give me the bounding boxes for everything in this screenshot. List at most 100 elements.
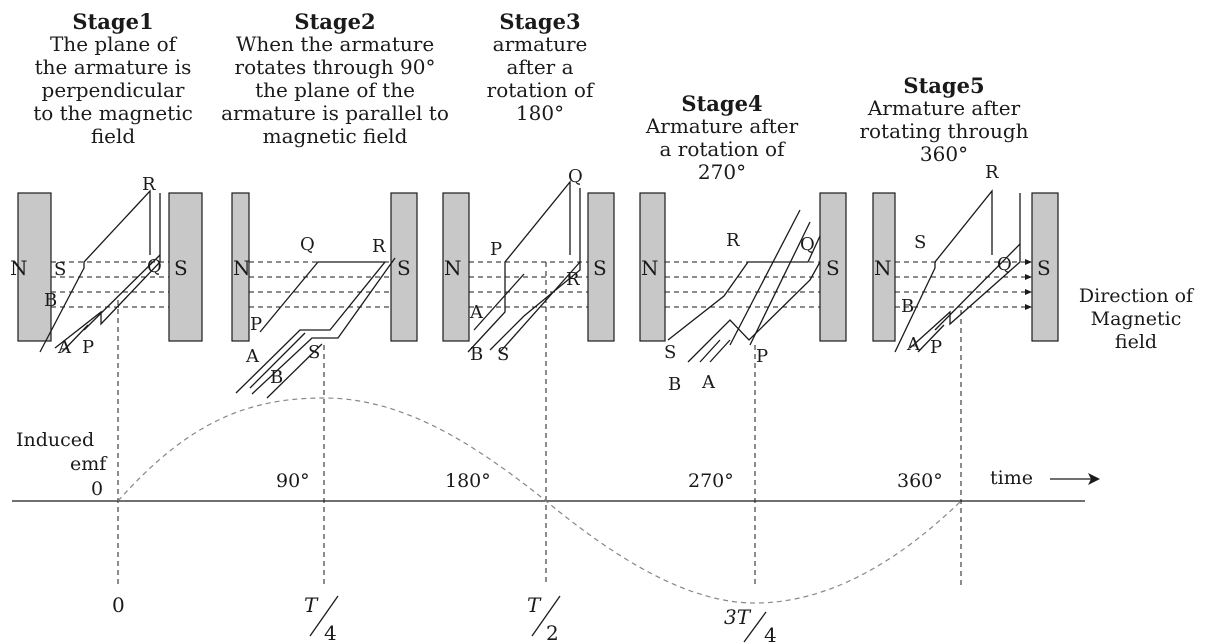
stage3-description: armature after a rotation of 180°: [486, 32, 594, 125]
stage1-caption: Stage1 The plane of the armature is perp…: [6, 10, 220, 148]
magnet-stage5-south: [1031, 192, 1059, 342]
s1-s: S: [54, 259, 66, 280]
stage3-title: Stage3: [499, 9, 581, 34]
field-direction-text: Direction of Magnetic field: [1078, 285, 1194, 353]
s2-q: Q: [300, 234, 315, 255]
s3-s: S: [497, 344, 509, 365]
n-label-2: N: [233, 256, 251, 280]
magnet-stage4-north: [639, 192, 666, 342]
stage5-title: Stage5: [903, 73, 985, 98]
stage1-description: The plane of the armature is perpendicul…: [33, 32, 193, 148]
s-label-5: S: [1037, 256, 1051, 280]
y-axis-label-line1: Induced: [16, 429, 94, 451]
n-label-3: N: [444, 256, 462, 280]
time-tick-3t4-num: 3T: [724, 605, 752, 629]
stage5-description: Armature after rotating through 360°: [859, 96, 1029, 166]
s3-r: R: [566, 269, 580, 290]
y-axis-label-line2: emf: [70, 453, 108, 475]
armature-coils: [39, 180, 1021, 399]
s2-a: A: [245, 346, 260, 367]
n-label-4: N: [641, 256, 659, 280]
s2-r: R: [372, 236, 386, 257]
s1-q: Q: [147, 256, 162, 277]
s4-a: A: [701, 372, 716, 393]
s4-p: P: [756, 346, 768, 367]
angle-label-90: 90°: [276, 470, 310, 492]
stage2-description: When the armature rotates through 90° th…: [221, 32, 449, 148]
magnet-stage4-south: [819, 192, 847, 342]
coil-letters: R S Q B A P Q R P A S B Q P R A B S R Q …: [44, 162, 1012, 395]
s3-b: B: [470, 344, 483, 365]
s2-p: P: [250, 314, 262, 335]
s4-q: Q: [800, 234, 815, 255]
s5-b: B: [901, 296, 914, 317]
stage4-caption: Stage4 Armature after a rotation of 270°: [612, 92, 832, 184]
stage1-title: Stage1: [72, 9, 154, 34]
field-lines-stage3: [469, 261, 588, 308]
time-tick-t4-den: 4: [324, 621, 337, 644]
stage3-caption: Stage3 armature after a rotation of 180°: [470, 10, 610, 125]
stage2-caption: Stage2 When the armature rotates through…: [204, 10, 466, 148]
stage4-description: Armature after a rotation of 270°: [645, 114, 799, 184]
time-arrow: [1050, 473, 1100, 485]
magnet-stage3-south: [587, 192, 615, 342]
stage2-title: Stage2: [294, 9, 376, 34]
time-tick-t2-num: T: [527, 593, 542, 617]
field-lines-stage2: [249, 261, 391, 308]
s-label-1: S: [174, 256, 188, 280]
magnet-stage1-north: [17, 192, 52, 342]
field-lines-stage1: [51, 261, 169, 308]
magnet-stage3-north: [442, 192, 470, 342]
s2-s: S: [308, 342, 320, 363]
n-label-1: N: [10, 256, 28, 280]
s5-a: A: [906, 334, 921, 355]
time-ticks: 0 T 4 T 2 3T 4: [112, 593, 777, 644]
s1-p: P: [82, 337, 94, 358]
stage5-caption: Stage5 Armature after rotating through 3…: [846, 74, 1042, 166]
s1-a: A: [57, 337, 72, 358]
magnet-letters: N S N S N S N S N S: [10, 256, 1051, 280]
s1-r: R: [142, 174, 156, 195]
angle-label-270: 270°: [688, 470, 734, 492]
s5-q: Q: [997, 254, 1012, 275]
coil-stage3: [467, 180, 581, 353]
s5-s: S: [914, 232, 926, 253]
time-tick-t4-num: T: [304, 593, 319, 617]
s3-q: Q: [568, 166, 583, 187]
coil-stage1: [39, 189, 161, 353]
time-label: time: [990, 467, 1033, 489]
magnet-stage2-south: [390, 192, 418, 342]
field-direction-label: Direction of Magnetic field: [1066, 262, 1206, 354]
angle-label-180: 180°: [445, 470, 491, 492]
time-tick-t2-den: 2: [546, 621, 559, 644]
s2-b: B: [270, 367, 283, 388]
s3-a: A: [469, 302, 484, 323]
coil-stage2: [235, 257, 396, 399]
s4-r: R: [726, 230, 740, 251]
s-label-2: S: [397, 256, 411, 280]
s5-r: R: [985, 162, 999, 183]
angle-label-360: 360°: [897, 470, 943, 492]
s-label-3: S: [593, 256, 607, 280]
guide-lines: [117, 262, 962, 588]
magnets: [17, 192, 1059, 342]
stage4-title: Stage4: [681, 91, 763, 116]
magnet-stage1-south: [168, 192, 203, 342]
n-label-5: N: [874, 256, 892, 280]
field-arrowheads: [1025, 259, 1032, 310]
magnet-stage5-north: [872, 192, 896, 342]
coil-stage4: [667, 209, 821, 363]
emf-sine-curve: [117, 397, 962, 604]
s4-s: S: [664, 342, 676, 363]
origin-label: 0: [91, 478, 103, 500]
time-tick-3t4-den: 4: [764, 623, 777, 644]
graph-labels: Induced emf 0 90° 180° 270° 360° time: [16, 429, 1033, 500]
s3-p: P: [490, 239, 502, 260]
magnet-stage2-north: [231, 192, 250, 342]
s-label-4: S: [826, 256, 840, 280]
time-tick-0: 0: [112, 593, 125, 617]
s1-b: B: [44, 290, 57, 311]
s4-b: B: [668, 374, 681, 395]
s5-p: P: [930, 337, 942, 358]
